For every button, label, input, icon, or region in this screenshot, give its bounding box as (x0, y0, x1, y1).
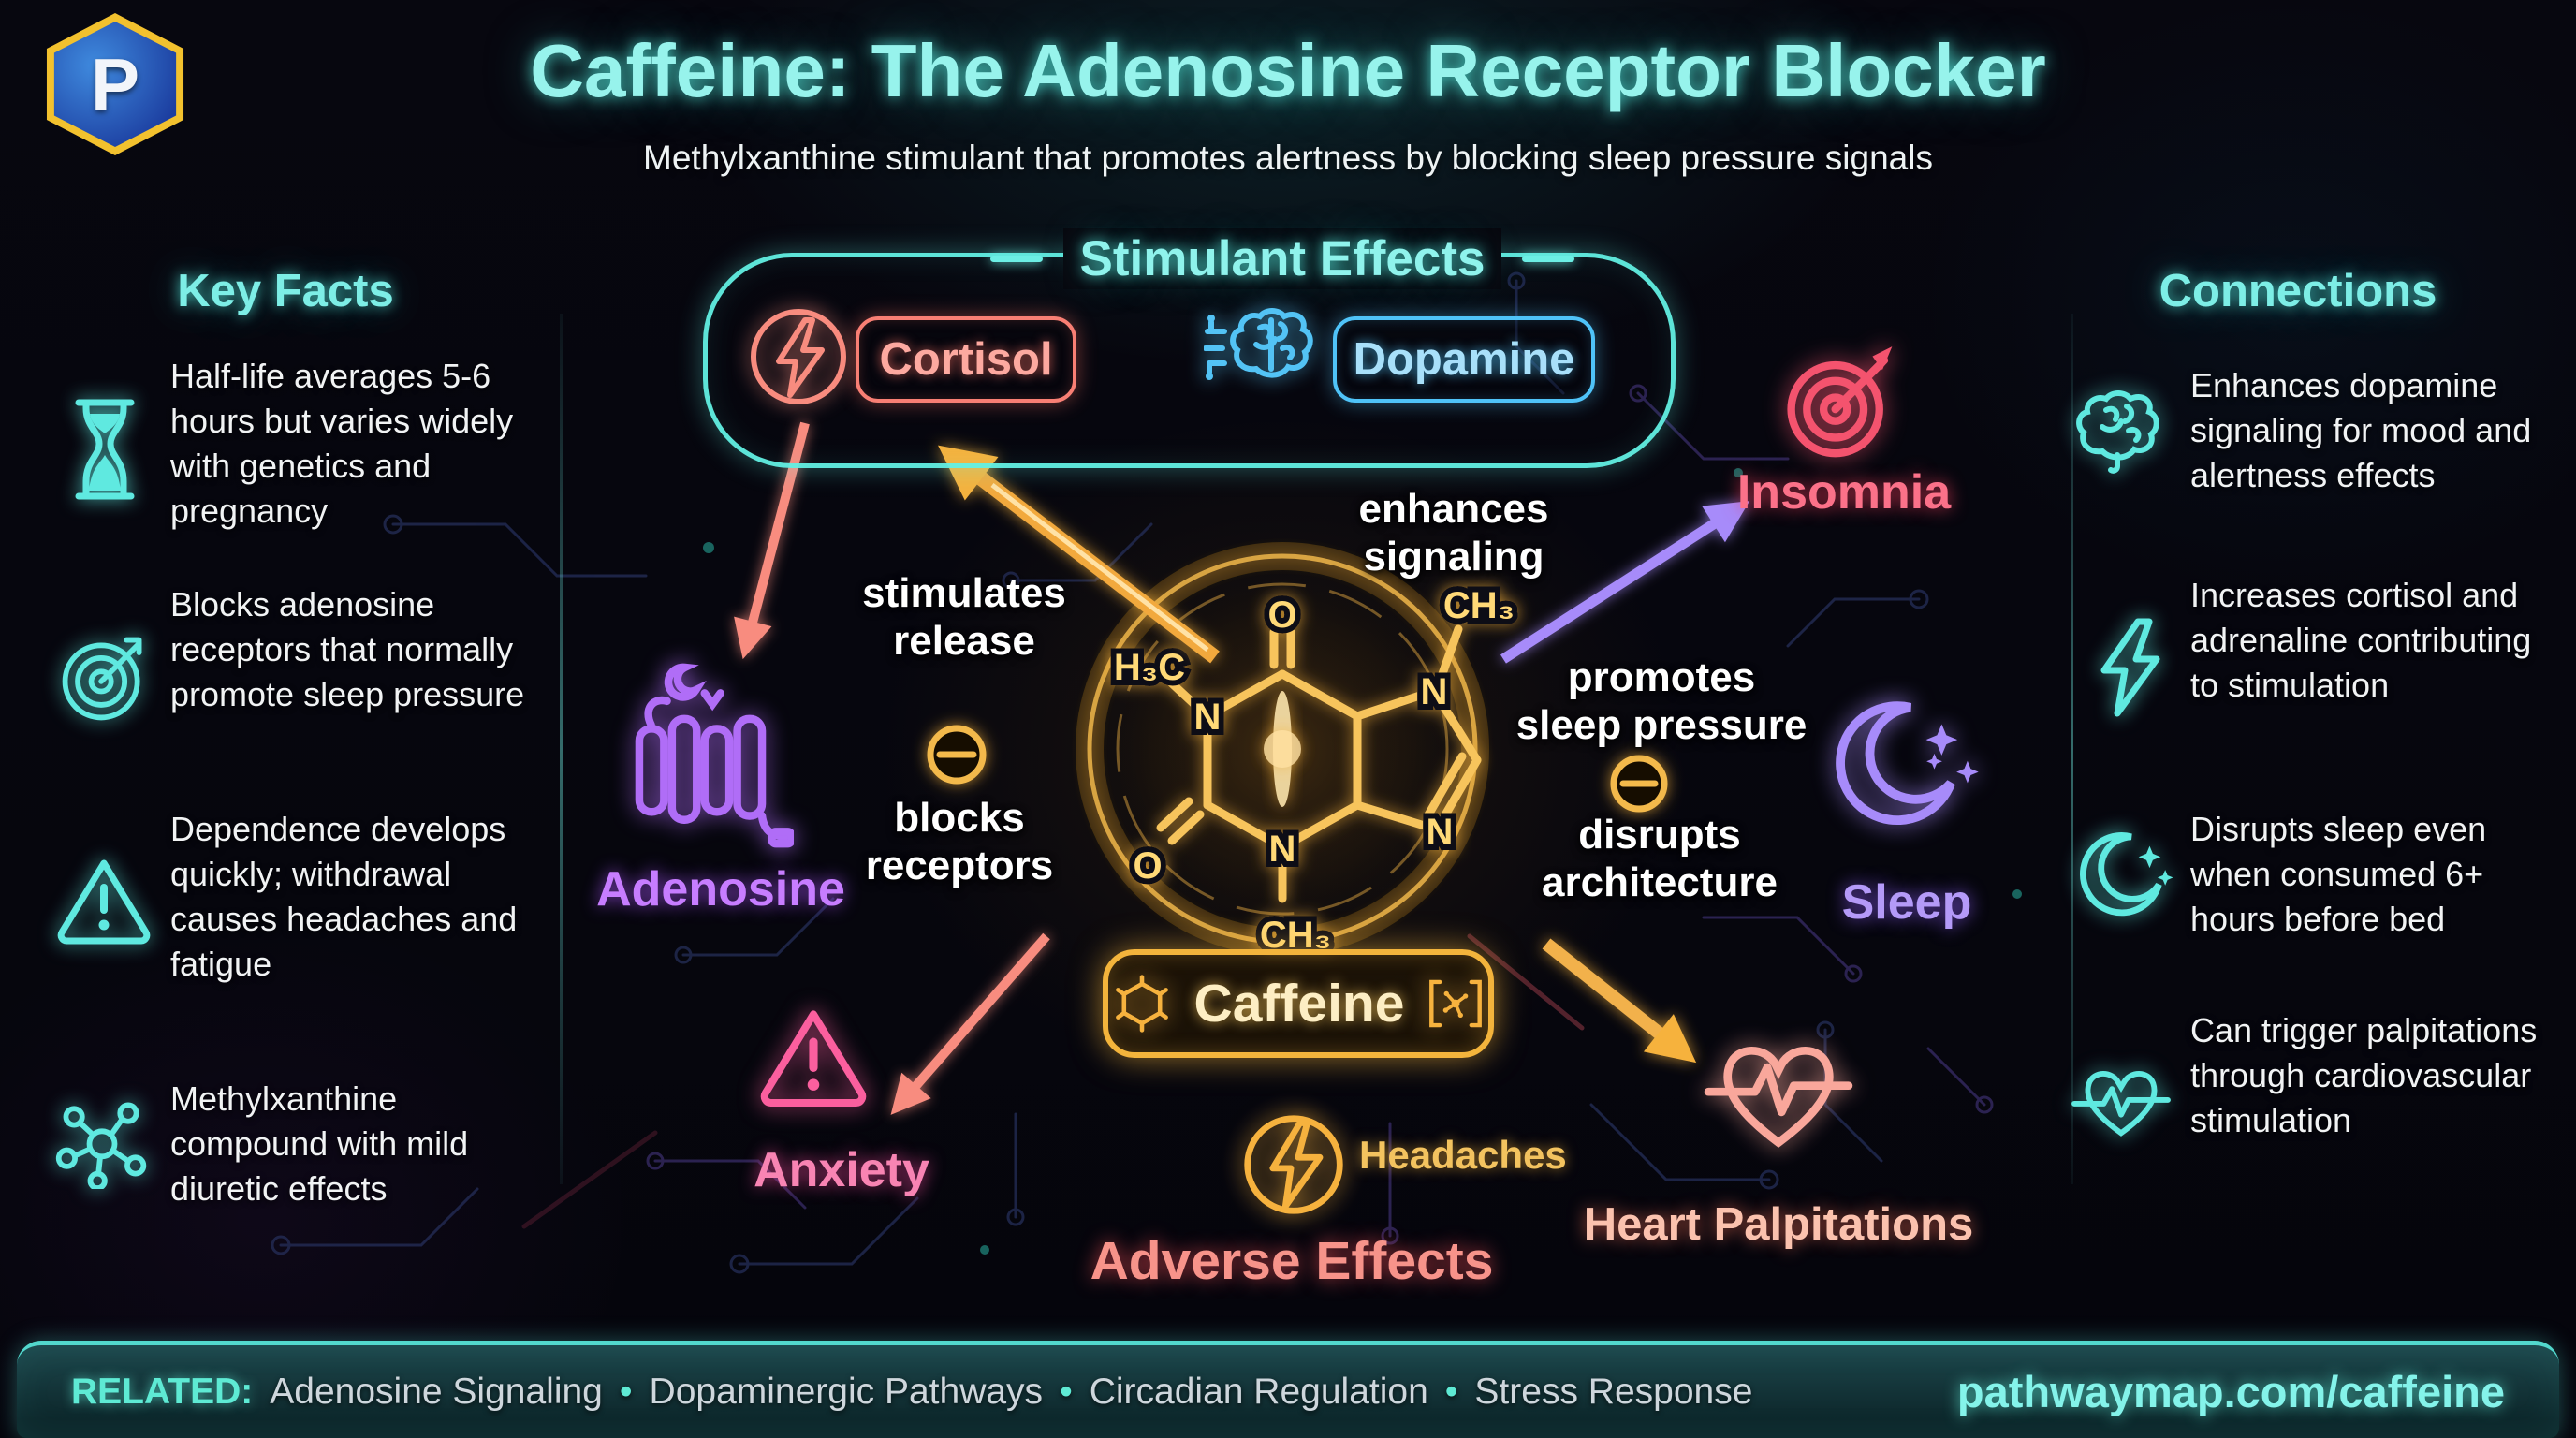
arrow-to-anxiety (890, 932, 1050, 1115)
adverse-effects-label: Adverse Effects (1090, 1231, 1494, 1291)
connection-dopamine: Enhances dopamine signaling for mood and… (2190, 366, 2532, 494)
headaches-label[interactable]: Headaches (1359, 1133, 1567, 1177)
key-fact-blocks-receptors: Blocks adenosine receptors that normally… (170, 585, 525, 713)
arrow-to-heart-palpitations (1542, 938, 1697, 1064)
key-fact-dependence: Dependence develops quickly; withdrawal … (170, 810, 518, 983)
atom-n-pent-top: N (1421, 671, 1448, 712)
cortisol-bolt-icon (747, 305, 850, 408)
connection-palpitations: Can trigger palpitations through cardiov… (2190, 1011, 2538, 1139)
key-fact-methylxanthine: Methylxanthine compound with mild diuret… (170, 1079, 469, 1208)
inhibit-symbol-sleep (1610, 755, 1668, 813)
edge-blocks-receptors: blocks receptors (865, 795, 1054, 888)
related-topics: RELATED: Adenosine Signaling • Dopaminer… (71, 1372, 1752, 1413)
target-icon (54, 629, 154, 728)
atom-n-pent-bottom: N (1427, 812, 1454, 853)
molecule-icon (52, 1090, 152, 1189)
related-item[interactable]: Dopaminergic Pathways (649, 1371, 1044, 1412)
moon-icon (2074, 826, 2175, 921)
edge-promotes-sleep-pressure: promotes sleep pressure (1515, 654, 1808, 748)
left-divider (560, 314, 563, 1184)
atom-n-bottom: N (1269, 829, 1296, 870)
key-fact-half-life: Half-life averages 5-6 hours but varies … (170, 357, 514, 530)
related-item[interactable]: Circadian Regulation (1089, 1371, 1428, 1412)
insomnia-label[interactable]: Insomnia (1736, 465, 1952, 520)
related-item[interactable]: Adenosine Signaling (270, 1371, 603, 1412)
related-item[interactable]: Stress Response (1474, 1371, 1753, 1412)
caffeine-molecule-icon (1115, 975, 1168, 1033)
cortisol-label: Cortisol (879, 334, 1053, 385)
atom-h3c: H₃C (1114, 647, 1185, 688)
related-label: RELATED: (71, 1371, 254, 1412)
logo-letter: P (90, 42, 140, 125)
brain-icon (2069, 386, 2166, 476)
adenosine-label[interactable]: Adenosine (596, 862, 845, 917)
adverse-bolt-icon (1239, 1110, 1348, 1219)
label-dash-right (1522, 256, 1575, 262)
right-divider (2071, 314, 2073, 1184)
bullet-separator: • (1444, 1371, 1458, 1412)
caffeine-molecule: O CH₃ H₃C N O N CH₃ N N (1108, 580, 1520, 961)
arrow-to-insomnia (1500, 501, 1750, 664)
page-subtitle: Methylxanthine stimulant that promotes a… (643, 139, 1933, 177)
arrow-cortisol-to-adenosine (734, 421, 810, 660)
stimulant-effects-text: Stimulant Effects (1062, 228, 1502, 289)
insomnia-target-icon (1778, 343, 1906, 470)
caffeine-label: Caffeine (1193, 974, 1405, 1034)
footer-bar: RELATED: Adenosine Signaling • Dopaminer… (17, 1341, 2559, 1438)
circuit-traces (271, 271, 2022, 1274)
atom-ch3-top: CH₃ (1443, 585, 1515, 626)
key-facts-heading: Key Facts (177, 266, 394, 316)
atom-n-left: N (1194, 697, 1222, 738)
label-dash-left (989, 256, 1043, 262)
anxiety-label[interactable]: Anxiety (754, 1143, 929, 1197)
warning-icon (52, 854, 155, 947)
connection-sleep: Disrupts sleep even when consumed 6+ hou… (2190, 810, 2487, 938)
heart-palpitations-icon (1702, 1019, 1855, 1161)
molecule-ring (1076, 542, 1489, 956)
bullet-separator: • (1060, 1371, 1073, 1412)
anxiety-warning-icon (754, 1004, 872, 1110)
lightning-icon (2084, 616, 2177, 719)
footer-url[interactable]: pathwaymap.com/caffeine (1956, 1367, 2505, 1416)
arrow-stimulates-release (938, 445, 1220, 664)
sleep-moon-icon (1827, 693, 1984, 863)
dopamine-node[interactable]: Dopamine (1333, 316, 1595, 403)
hourglass-icon (58, 393, 155, 506)
connections-heading: Connections (2159, 266, 2437, 316)
dopamine-brain-icon (1204, 301, 1320, 395)
edge-stimulates-release: stimulates release (862, 570, 1066, 664)
heart-pulse-icon (2071, 1052, 2172, 1144)
edge-disrupts-architecture: disrupts architecture (1542, 812, 1778, 905)
bullet-separator: • (619, 1371, 633, 1412)
heart-palpitations-label[interactable]: Heart Palpitations (1583, 1199, 1974, 1250)
dopamine-label: Dopamine (1353, 334, 1575, 385)
inhibit-symbol-adenosine (927, 725, 987, 785)
caffeine-node[interactable]: Caffeine (1103, 949, 1494, 1058)
caffeine-bracket-icon (1429, 979, 1483, 1028)
cortisol-node[interactable]: Cortisol (856, 316, 1076, 403)
stimulant-effects-label: Stimulant Effects (973, 228, 1591, 289)
connection-cortisol: Increases cortisol and adrenaline contri… (2190, 576, 2532, 704)
sleep-label[interactable]: Sleep (1841, 875, 1972, 930)
atom-o-left: O (1133, 845, 1162, 887)
edge-enhances-signaling: enhances signaling (1358, 486, 1549, 580)
adenosine-receptor-icon (625, 652, 794, 859)
page-title: Caffeine: The Adenosine Receptor Blocker (530, 29, 2046, 112)
